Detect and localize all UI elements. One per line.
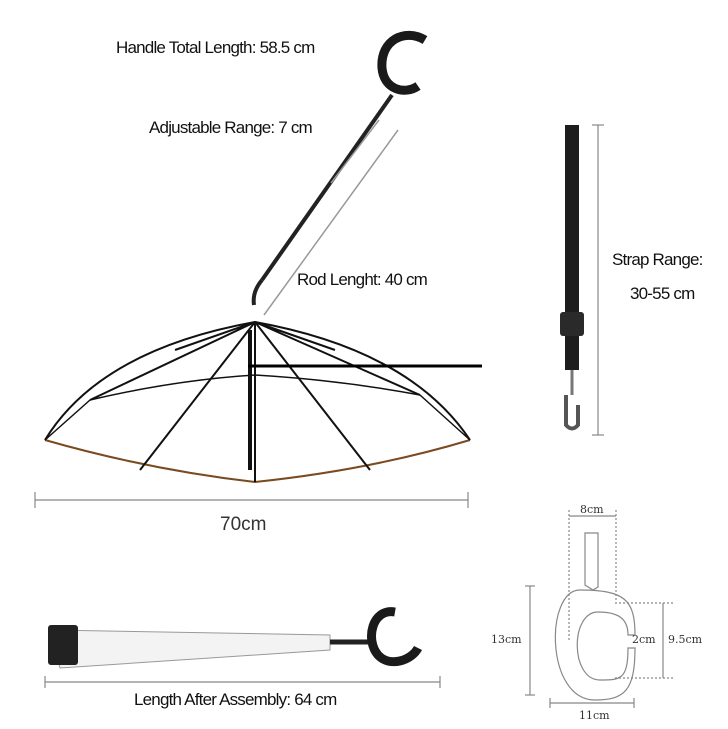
rod-length-dimension-line bbox=[263, 129, 399, 316]
handle-total-length-label: Handle Total Length: 58.5 cm bbox=[116, 38, 315, 57]
handle-top-width-label: 8cm bbox=[580, 503, 604, 516]
length-after-assembly-label: Length After Assembly: 64 cm bbox=[134, 690, 337, 709]
strap-range-title: Strap Range: bbox=[612, 250, 703, 269]
handle-width-label: 11cm bbox=[579, 709, 610, 722]
umbrella-canopy bbox=[44, 320, 482, 484]
handle-gap-label: 2cm bbox=[632, 633, 656, 646]
adjustable-range-dimension-line bbox=[330, 119, 380, 184]
adjustable-range-label: Adjustable Range: 7 cm bbox=[149, 118, 313, 137]
leash-strap bbox=[560, 124, 604, 436]
handle-spec-drawing bbox=[525, 510, 673, 708]
strap-range-value: 30-55 cm bbox=[630, 284, 695, 303]
rod-length-label: Rod Lenght: 40 cm bbox=[297, 270, 428, 289]
folded-umbrella bbox=[44, 607, 441, 688]
umbrella-handle bbox=[251, 30, 428, 316]
width-dimension-line bbox=[34, 492, 469, 508]
handle-inner-height-label: 9.5cm bbox=[668, 633, 703, 646]
handle-height-label: 13cm bbox=[491, 633, 522, 646]
umbrella-width-label: 70cm bbox=[220, 514, 267, 535]
